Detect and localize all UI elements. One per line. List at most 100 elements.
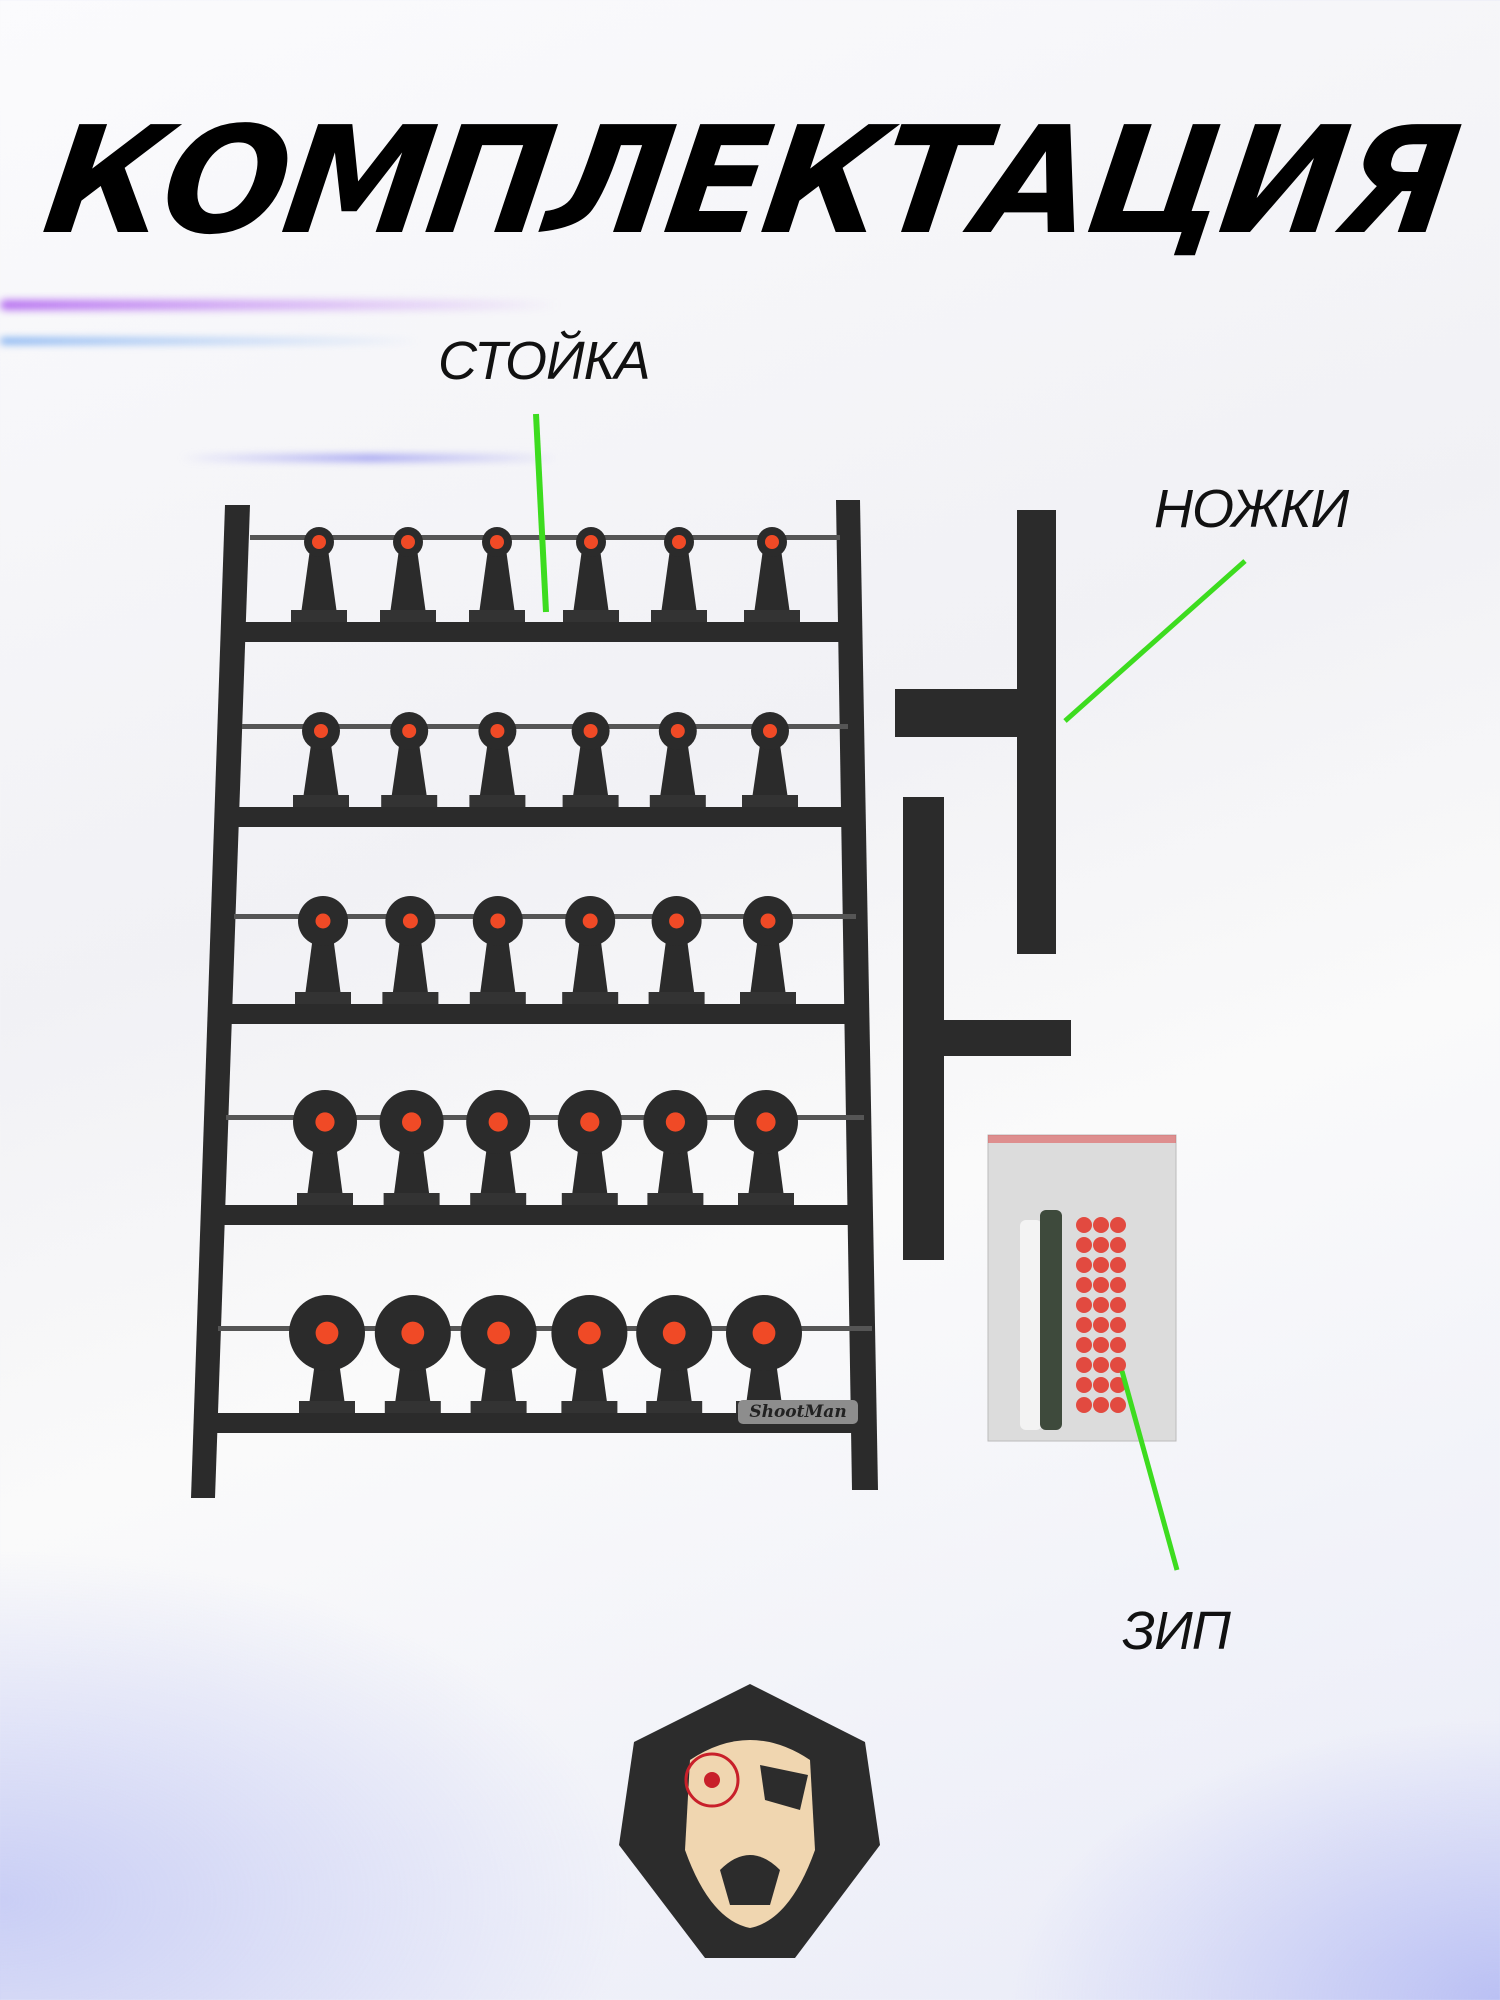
label-rack: СТОЙКА — [438, 331, 650, 391]
decor-streak — [180, 455, 560, 461]
kit-sticker — [1093, 1237, 1109, 1253]
rack-shelf — [198, 1413, 872, 1433]
target-base — [649, 795, 706, 807]
label-legs: НОЖКИ — [1154, 479, 1349, 539]
target-dot — [490, 913, 506, 929]
target-base — [469, 992, 526, 1004]
kit-sticker — [1076, 1217, 1092, 1233]
target-dot — [402, 724, 417, 738]
target-stem — [661, 542, 697, 614]
target-dot — [665, 1112, 686, 1132]
target-stem — [573, 542, 609, 614]
target-dot — [315, 1321, 339, 1345]
target-dot — [490, 724, 505, 738]
kit-sticker — [1093, 1377, 1109, 1393]
kit-sticker — [1110, 1317, 1126, 1333]
target-base — [297, 1193, 353, 1205]
target-stem — [572, 731, 609, 799]
kit-sticker — [1076, 1397, 1092, 1413]
target-base — [563, 610, 619, 622]
kit-sticker — [1093, 1337, 1109, 1353]
target-stem — [301, 542, 337, 614]
kit-screwdriver — [1040, 1210, 1062, 1430]
target-dot — [315, 913, 331, 929]
target-base — [470, 1193, 527, 1205]
kit-sticker — [1076, 1277, 1092, 1293]
target-base — [383, 1193, 440, 1205]
pointer-rack — [533, 413, 549, 613]
target-base — [562, 992, 619, 1004]
target-base — [469, 610, 525, 622]
decor-streak — [0, 300, 560, 310]
target-dot — [488, 1112, 508, 1132]
kit-sticker — [1110, 1357, 1126, 1373]
target-dot — [584, 535, 598, 549]
kit-sticker — [1093, 1277, 1109, 1293]
kit-bag-zip — [988, 1135, 1176, 1143]
kit-sticker — [1093, 1257, 1109, 1273]
target-dot — [314, 724, 328, 738]
target-dot — [583, 724, 598, 738]
decor-streak — [0, 338, 420, 344]
target-dot — [582, 913, 598, 929]
rack-right-post — [836, 500, 878, 1490]
brand-logo-mouth — [720, 1855, 780, 1905]
target-dot — [662, 1321, 686, 1345]
target-base — [740, 992, 796, 1004]
kit-strip — [1020, 1220, 1042, 1430]
target-dot — [487, 1321, 510, 1345]
target-dot — [765, 535, 779, 549]
target-stem — [479, 731, 516, 799]
rack-rail — [234, 914, 856, 919]
kit-sticker — [1076, 1297, 1092, 1313]
target-dot — [402, 1112, 422, 1132]
kit-sticker — [1076, 1237, 1092, 1253]
target-dot — [752, 1321, 776, 1345]
kit-sticker — [1093, 1217, 1109, 1233]
kit-sticker — [1110, 1257, 1126, 1273]
kit-sticker — [1093, 1317, 1109, 1333]
brand-logo-crosshair-dot — [704, 1772, 720, 1788]
target-base — [742, 795, 798, 807]
target-dot — [312, 535, 326, 549]
leg-1-crossbar — [895, 689, 1031, 737]
target-base — [299, 1401, 355, 1413]
brand-plate: ShootMan — [738, 1400, 858, 1424]
kit-sticker — [1076, 1257, 1092, 1273]
target-dot — [760, 913, 776, 929]
target-base — [381, 795, 438, 807]
target-base — [648, 992, 705, 1004]
target-base — [561, 1401, 618, 1413]
target-dot — [402, 913, 418, 929]
target-base — [380, 610, 436, 622]
target-dot — [315, 1112, 335, 1132]
kit-sticker — [1110, 1237, 1126, 1253]
rack-rail — [226, 1115, 864, 1120]
target-base — [651, 610, 707, 622]
target-stem — [390, 542, 426, 614]
kit-sticker — [1076, 1337, 1092, 1353]
target-dot — [578, 1321, 601, 1345]
kit-sticker — [1093, 1297, 1109, 1313]
label-kit: ЗИП — [1122, 1601, 1231, 1661]
kit-sticker — [1093, 1357, 1109, 1373]
target-base — [647, 1193, 704, 1205]
target-dot — [670, 724, 685, 738]
target-base — [561, 1193, 618, 1205]
target-stem — [752, 731, 788, 799]
target-dot — [672, 535, 686, 549]
target-stem — [479, 542, 515, 614]
target-base — [470, 1401, 527, 1413]
target-base — [293, 795, 349, 807]
target-base — [384, 1401, 441, 1413]
rack-shelf — [206, 1205, 864, 1225]
kit-sticker — [1110, 1377, 1126, 1393]
rack-left-post — [191, 505, 250, 1498]
target-base — [469, 795, 526, 807]
kit-sticker — [1110, 1217, 1126, 1233]
brand-logo-crosshair — [684, 1752, 740, 1808]
target-dot — [490, 535, 504, 549]
rack-rail — [242, 724, 848, 729]
rack-shelf — [230, 622, 840, 642]
